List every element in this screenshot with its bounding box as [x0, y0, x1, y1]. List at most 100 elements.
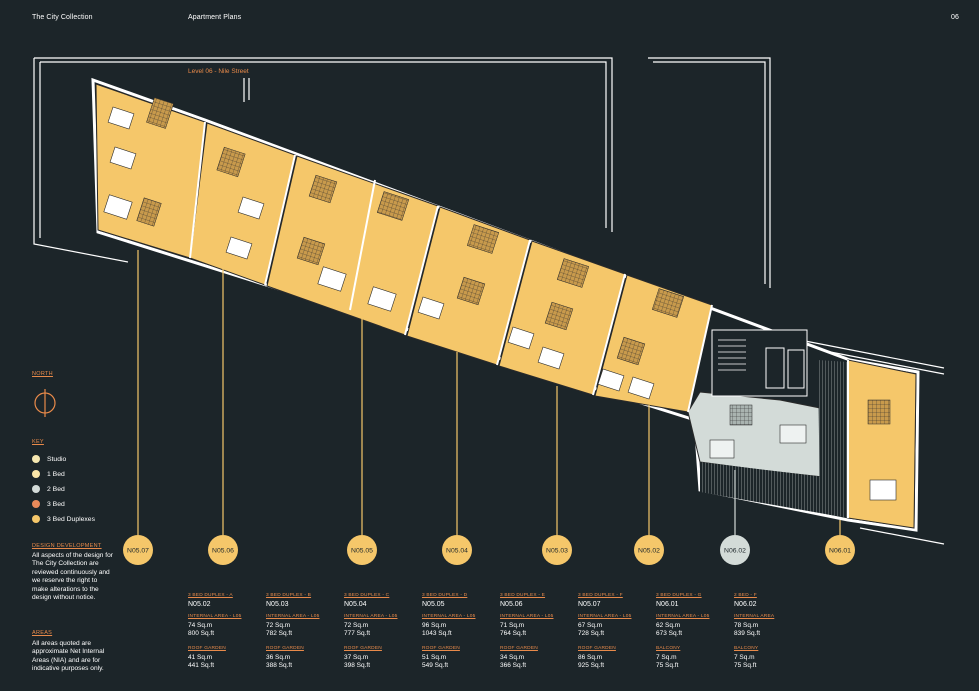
- deck-area: [700, 462, 848, 518]
- unit-marker[interactable]: [720, 535, 750, 565]
- outdoor-area-label: ROOF GARDEN: [266, 646, 304, 651]
- outdoor-area-label: ROOF GARDEN: [578, 646, 616, 651]
- spacer: [578, 638, 650, 645]
- section-title: Apartment Plans: [188, 14, 242, 21]
- unit-type: 3 BED DUPLEX - F: [578, 593, 623, 598]
- level-label: Level 06 - Nile Street: [188, 68, 249, 75]
- internal-area-sqft: 839 Sq.ft: [734, 630, 761, 637]
- unit-marker-label: N05.03: [546, 548, 568, 555]
- internal-area-sqm: 72 Sq.m: [344, 622, 369, 629]
- unit-marker[interactable]: [347, 535, 377, 565]
- key-title: KEY: [32, 439, 44, 445]
- outdoor-area-label: BALCONY: [734, 646, 759, 651]
- internal-area-sqm: 71 Sq.m: [500, 622, 525, 629]
- unit-number: N06.02: [734, 601, 757, 608]
- outdoor-area-sqm: 7 Sq.m: [734, 654, 755, 661]
- key-swatch: [32, 455, 40, 463]
- outdoor-area-sqft: 75 Sq.ft: [734, 662, 757, 669]
- internal-area-sqft: 782 Sq.ft: [266, 630, 293, 637]
- outdoor-area-sqft: 398 Sq.ft: [344, 662, 371, 669]
- unit-number: N05.02: [188, 601, 211, 608]
- unit-marker-label: N05.02: [638, 548, 660, 555]
- key-item: Studio: [32, 455, 66, 463]
- outdoor-area-label: ROOF GARDEN: [344, 646, 382, 651]
- outdoor-area-label: BALCONY: [656, 646, 681, 651]
- key-item: 3 Bed: [32, 500, 65, 508]
- key-label: 3 Bed: [47, 500, 65, 508]
- internal-area-sqm: 74 Sq.m: [188, 622, 213, 629]
- internal-area-sqm: 96 Sq.m: [422, 622, 447, 629]
- internal-walls: [189, 121, 849, 518]
- spacer: [266, 638, 338, 645]
- unit-marker-label: N05.04: [446, 548, 468, 555]
- internal-area-label: INTERNAL AREA - L05: [500, 614, 554, 619]
- internal-area-label: INTERNAL AREA - L05: [656, 614, 710, 619]
- unit-marker[interactable]: [123, 535, 153, 565]
- bathrooms: [136, 97, 891, 426]
- north-title: NORTH: [32, 371, 53, 377]
- unit-number: N05.04: [344, 601, 367, 608]
- site-boundary: [33, 57, 945, 545]
- deck-area: [818, 360, 848, 518]
- unit-marker[interactable]: [208, 535, 238, 565]
- spacer: [188, 638, 260, 645]
- internal-area-label: INTERNAL AREA - L05: [578, 614, 632, 619]
- internal-area-label: INTERNAL AREA - L05: [188, 614, 242, 619]
- outdoor-area-sqm: 51 Sq.m: [422, 654, 447, 661]
- unit-number: N05.03: [266, 601, 289, 608]
- outdoor-area-sqm: 37 Sq.m: [344, 654, 369, 661]
- internal-area-sqft: 1043 Sq.ft: [422, 630, 452, 637]
- unit-marker[interactable]: [825, 535, 855, 565]
- outdoor-area-sqft: 441 Sq.ft: [188, 662, 215, 669]
- page-number: 06: [951, 14, 959, 21]
- spacer: [734, 638, 806, 645]
- unit-number: N05.07: [578, 601, 601, 608]
- key-swatch: [32, 485, 40, 493]
- unit-type: 2 BED - F: [734, 593, 757, 598]
- unit-marker-label: N06.02: [724, 548, 746, 555]
- unit-marker[interactable]: [542, 535, 572, 565]
- design-dev-title: DESIGN DEVELOPMENT: [32, 543, 102, 549]
- key-label: Studio: [47, 455, 67, 463]
- internal-area-sqft: 728 Sq.ft: [578, 630, 605, 637]
- outdoor-area-sqm: 34 Sq.m: [500, 654, 525, 661]
- key-swatch: [32, 500, 40, 508]
- spacer: [422, 638, 494, 645]
- key-swatch: [32, 470, 40, 478]
- internal-area-sqm: 72 Sq.m: [266, 622, 291, 629]
- spacer: [344, 638, 416, 645]
- unit-marker[interactable]: [442, 535, 472, 565]
- areas-title: AREAS: [32, 630, 53, 636]
- unit-number: N06.01: [656, 601, 679, 608]
- design-dev-text: All aspects of the design for The City C…: [32, 552, 114, 602]
- key-item: 2 Bed: [32, 485, 65, 493]
- unit-marker-label: N05.05: [351, 548, 373, 555]
- internal-area-sqm: 62 Sq.m: [656, 622, 681, 629]
- unit-marker[interactable]: [634, 535, 664, 565]
- areas-text: All areas quoted are approximate Net Int…: [32, 640, 105, 673]
- outdoor-area-sqft: 366 Sq.ft: [500, 662, 527, 669]
- internal-area-label: INTERNAL AREA - L05: [266, 614, 320, 619]
- outdoor-area-sqm: 36 Sq.m: [266, 654, 291, 661]
- spacer: [656, 638, 728, 645]
- key-label: 3 Bed Duplexes: [47, 515, 95, 523]
- outdoor-area-sqm: 7 Sq.m: [656, 654, 677, 661]
- outdoor-area-sqft: 925 Sq.ft: [578, 662, 605, 669]
- internal-area-sqft: 800 Sq.ft: [188, 630, 215, 637]
- unit-marker-label: N05.07: [127, 548, 149, 555]
- outdoor-area-sqft: 549 Sq.ft: [422, 662, 449, 669]
- internal-area-sqft: 673 Sq.ft: [656, 630, 683, 637]
- outdoor-area-label: ROOF GARDEN: [500, 646, 538, 651]
- internal-area-label: INTERNAL AREA - L05: [422, 614, 476, 619]
- internal-area-sqft: 777 Sq.ft: [344, 630, 371, 637]
- internal-area-sqm: 78 Sq.m: [734, 622, 759, 629]
- outdoor-area-sqft: 75 Sq.ft: [656, 662, 679, 669]
- unit-marker-label: N06.01: [829, 548, 851, 555]
